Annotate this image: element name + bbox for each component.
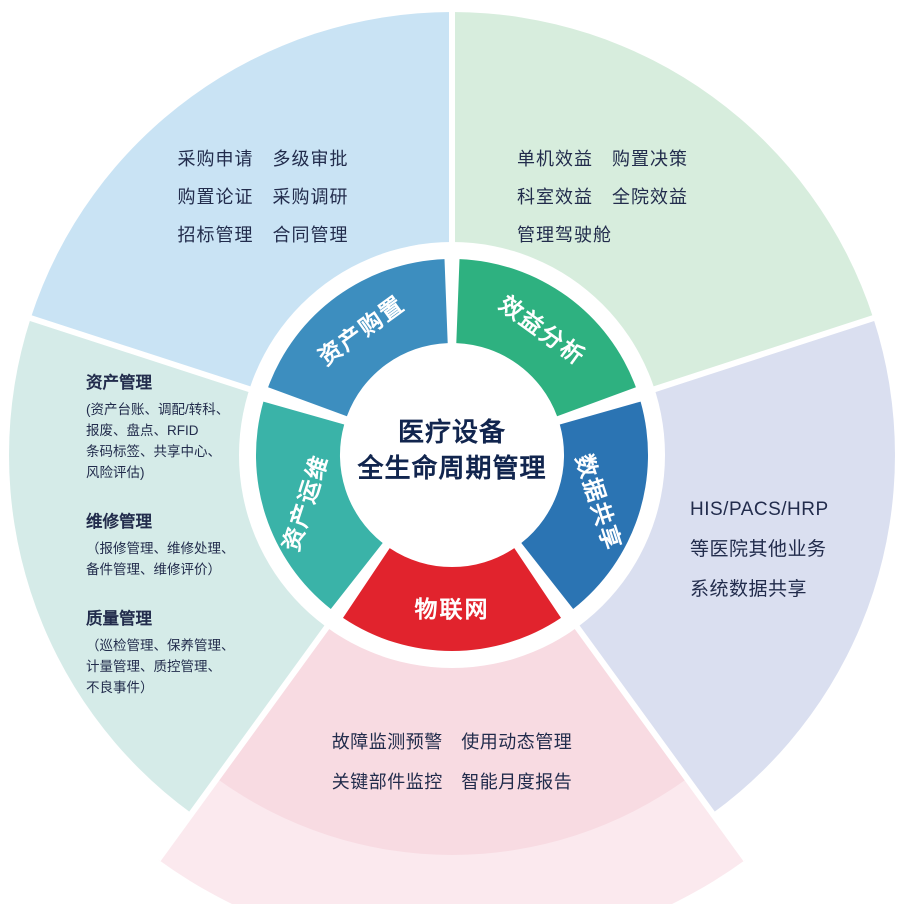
text-line: 等医院其他业务 (690, 539, 827, 560)
ring-label-iot: 物联网 (415, 596, 490, 622)
text-line: 关键部件监控 智能月度报告 (331, 772, 573, 792)
region-iot-text: 故障监测预警 使用动态管理 关键部件监控 智能月度报告 (280, 722, 624, 802)
text-line: 报废、盘点、RFID (86, 423, 199, 438)
text-line: 不良事件） (86, 680, 154, 695)
ring-segment-data (521, 401, 649, 609)
text-line: 计量管理、质控管理、 (86, 659, 221, 674)
ops-heading-maintenance: 维修管理 (86, 513, 152, 531)
ring-segment-benefit (456, 259, 636, 417)
text-line: 科室效益 全院效益 (517, 187, 688, 207)
ring-segment-iot (343, 548, 561, 652)
text-line: 备件管理、维修评价） (86, 562, 221, 577)
region-data-text: HIS/PACS/HRP 等医院其他业务 系统数据共享 (690, 490, 900, 610)
text-line: 系统数据共享 (690, 579, 808, 600)
text-line: 管理驾驶舱 (517, 225, 612, 245)
center-title-line2: 全生命周期管理 (357, 453, 547, 483)
text-line: （巡检管理、保养管理、 (86, 638, 235, 653)
text-line: HIS/PACS/HRP (690, 499, 829, 520)
region-ops-text: 资产管理 (资产台账、调配/转科、 报废、盘点、RFID 条码标签、共享中心、 … (86, 372, 286, 698)
text-line: （报修管理、维修处理、 (86, 541, 235, 556)
region-purchase-text: 采购申请 多级审批 购置论证 采购调研 招标管理 合同管理 (128, 140, 398, 254)
text-line: 风险评估) (86, 465, 145, 480)
text-line: 故障监测预警 使用动态管理 (331, 732, 573, 752)
text-line: 单机效益 购置决策 (517, 149, 688, 169)
ring-segment-ops (255, 401, 383, 609)
ops-heading-quality: 质量管理 (86, 610, 152, 628)
center-title-line1: 医疗设备 (397, 417, 506, 447)
text-line: 条码标签、共享中心、 (86, 444, 221, 459)
center-title: 医疗设备 全生命周期管理 (302, 414, 602, 486)
ops-heading-asset: 资产管理 (86, 374, 152, 392)
text-line: (资产台账、调配/转科、 (86, 402, 230, 417)
ring-segment-purchase (268, 259, 448, 417)
region-benefit-text: 单机效益 购置决策 科室效益 全院效益 管理驾驶舱 (517, 140, 797, 254)
text-line: 招标管理 合同管理 (177, 225, 349, 245)
text-line: 采购申请 多级审批 (177, 149, 349, 169)
text-line: 购置论证 采购调研 (177, 187, 349, 207)
